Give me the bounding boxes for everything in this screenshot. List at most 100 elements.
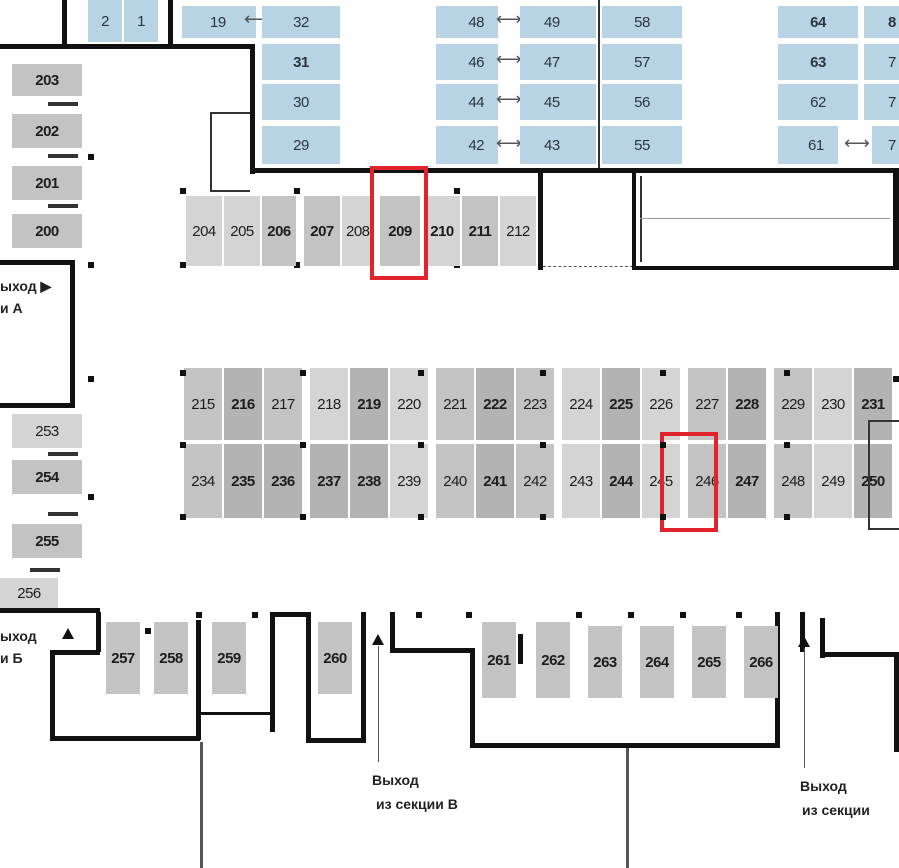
parking-spot[interactable]: 63 bbox=[778, 44, 858, 80]
parking-spot[interactable]: 19 bbox=[182, 6, 256, 38]
parking-spot[interactable]: 231 bbox=[854, 368, 892, 440]
wall bbox=[632, 168, 636, 270]
parking-spot[interactable]: 44 bbox=[436, 84, 498, 120]
parking-spot[interactable]: 205 bbox=[224, 196, 260, 266]
pillar bbox=[300, 514, 306, 520]
parking-spot[interactable]: 7 bbox=[872, 126, 899, 164]
parking-spot[interactable]: 2 bbox=[88, 0, 122, 42]
parking-spot[interactable]: 219 bbox=[350, 368, 388, 440]
parking-spot[interactable]: 261 bbox=[482, 622, 516, 698]
parking-spot[interactable]: 206 bbox=[262, 196, 296, 266]
parking-spot[interactable]: 43 bbox=[520, 126, 596, 164]
parking-spot[interactable]: 30 bbox=[262, 84, 340, 120]
parking-spot[interactable]: 216 bbox=[224, 368, 262, 440]
wall bbox=[200, 712, 275, 715]
parking-spot[interactable]: 46 bbox=[436, 44, 498, 80]
parking-spot[interactable]: 234 bbox=[184, 444, 222, 518]
parking-spot[interactable]: 235 bbox=[224, 444, 262, 518]
parking-spot[interactable]: 202 bbox=[12, 114, 82, 148]
exit-label: ыход ▶ bbox=[0, 278, 52, 294]
parking-spot[interactable]: 255 bbox=[12, 524, 82, 558]
parking-spot[interactable]: 57 bbox=[602, 44, 682, 80]
parking-spot[interactable]: 45 bbox=[520, 84, 596, 120]
parking-spot[interactable]: 201 bbox=[12, 166, 82, 200]
parking-spot[interactable]: 240 bbox=[436, 444, 474, 518]
parking-spot[interactable]: 207 bbox=[304, 196, 340, 266]
parking-spot[interactable]: 246 bbox=[688, 444, 726, 518]
pillar bbox=[196, 612, 202, 618]
parking-spot[interactable]: 49 bbox=[520, 6, 596, 38]
parking-spot[interactable]: 31 bbox=[262, 44, 340, 80]
parking-spot[interactable]: 55 bbox=[602, 126, 682, 164]
parking-spot[interactable]: 248 bbox=[774, 444, 812, 518]
parking-spot[interactable]: 7 bbox=[864, 44, 899, 80]
parking-spot[interactable]: 62 bbox=[778, 84, 858, 120]
parking-spot[interactable]: 262 bbox=[536, 622, 570, 698]
parking-spot[interactable]: 243 bbox=[562, 444, 600, 518]
parking-spot[interactable]: 217 bbox=[264, 368, 302, 440]
parking-spot[interactable]: 244 bbox=[602, 444, 640, 518]
parking-spot[interactable]: 220 bbox=[390, 368, 428, 440]
parking-spot[interactable]: 203 bbox=[12, 64, 82, 96]
parking-spot[interactable]: 242 bbox=[516, 444, 554, 518]
parking-spot[interactable]: 61 bbox=[778, 126, 838, 164]
parking-spot[interactable]: 239 bbox=[390, 444, 428, 518]
parking-spot[interactable]: 211 bbox=[462, 196, 498, 266]
parking-spot[interactable]: 224 bbox=[562, 368, 600, 440]
parking-spot[interactable]: 266 bbox=[744, 626, 778, 698]
parking-spot[interactable]: 64 bbox=[778, 6, 858, 38]
parking-spot[interactable]: 237 bbox=[310, 444, 348, 518]
parking-spot[interactable]: 29 bbox=[262, 126, 340, 164]
parking-spot[interactable]: 200 bbox=[12, 214, 82, 248]
pillar bbox=[736, 612, 742, 618]
pillar bbox=[660, 370, 666, 376]
parking-spot[interactable]: 209 bbox=[380, 196, 420, 266]
parking-spot[interactable]: 32 bbox=[262, 6, 340, 38]
parking-spot[interactable]: 204 bbox=[186, 196, 222, 266]
parking-spot[interactable]: 258 bbox=[154, 622, 188, 694]
parking-spot[interactable]: 58 bbox=[602, 6, 682, 38]
parking-spot[interactable]: 221 bbox=[436, 368, 474, 440]
parking-spot[interactable]: 249 bbox=[814, 444, 852, 518]
parking-spot[interactable]: 212 bbox=[500, 196, 536, 266]
parking-spot[interactable]: 226 bbox=[642, 368, 680, 440]
parking-spot[interactable]: 230 bbox=[814, 368, 852, 440]
parking-spot[interactable]: 48 bbox=[436, 6, 498, 38]
parking-spot[interactable]: 215 bbox=[184, 368, 222, 440]
parking-spot[interactable]: 256 bbox=[0, 578, 58, 608]
parking-spot[interactable]: 265 bbox=[692, 626, 726, 698]
parking-spot[interactable]: 225 bbox=[602, 368, 640, 440]
parking-spot[interactable]: 236 bbox=[264, 444, 302, 518]
parking-spot[interactable]: 227 bbox=[688, 368, 726, 440]
parking-spot[interactable]: 208 bbox=[342, 196, 374, 266]
parking-spot[interactable]: 253 bbox=[12, 414, 82, 448]
wall bbox=[470, 648, 475, 748]
parking-spot[interactable]: 42 bbox=[436, 126, 498, 164]
parking-spot[interactable]: 238 bbox=[350, 444, 388, 518]
parking-spot[interactable]: 250 bbox=[854, 444, 892, 518]
parking-spot[interactable]: 254 bbox=[12, 460, 82, 494]
parking-spot[interactable]: 257 bbox=[106, 622, 140, 694]
parking-spot[interactable]: 228 bbox=[728, 368, 766, 440]
parking-spot[interactable]: 241 bbox=[476, 444, 514, 518]
exit-label: Выход bbox=[372, 772, 419, 788]
parking-spot[interactable]: 263 bbox=[588, 626, 622, 698]
parking-spot[interactable]: 260 bbox=[318, 622, 352, 694]
double-arrow-icon: ⟷ bbox=[496, 89, 522, 109]
parking-spot[interactable]: 8 bbox=[864, 6, 899, 38]
parking-spot[interactable]: 229 bbox=[774, 368, 812, 440]
parking-spot[interactable]: 1 bbox=[124, 0, 158, 42]
parking-spot[interactable]: 56 bbox=[602, 84, 682, 120]
pillar bbox=[784, 442, 790, 448]
parking-spot[interactable]: 7 bbox=[864, 84, 899, 120]
parking-spot[interactable]: 222 bbox=[476, 368, 514, 440]
parking-spot[interactable]: 218 bbox=[310, 368, 348, 440]
parking-spot[interactable]: 247 bbox=[728, 444, 766, 518]
parking-spot[interactable]: 47 bbox=[520, 44, 596, 80]
parking-spot[interactable]: 259 bbox=[212, 622, 246, 694]
divider bbox=[640, 176, 642, 262]
parking-spot[interactable]: 223 bbox=[516, 368, 554, 440]
parking-spot[interactable]: 210 bbox=[424, 196, 460, 266]
parking-spot[interactable]: 264 bbox=[640, 626, 674, 698]
divider bbox=[48, 204, 78, 208]
